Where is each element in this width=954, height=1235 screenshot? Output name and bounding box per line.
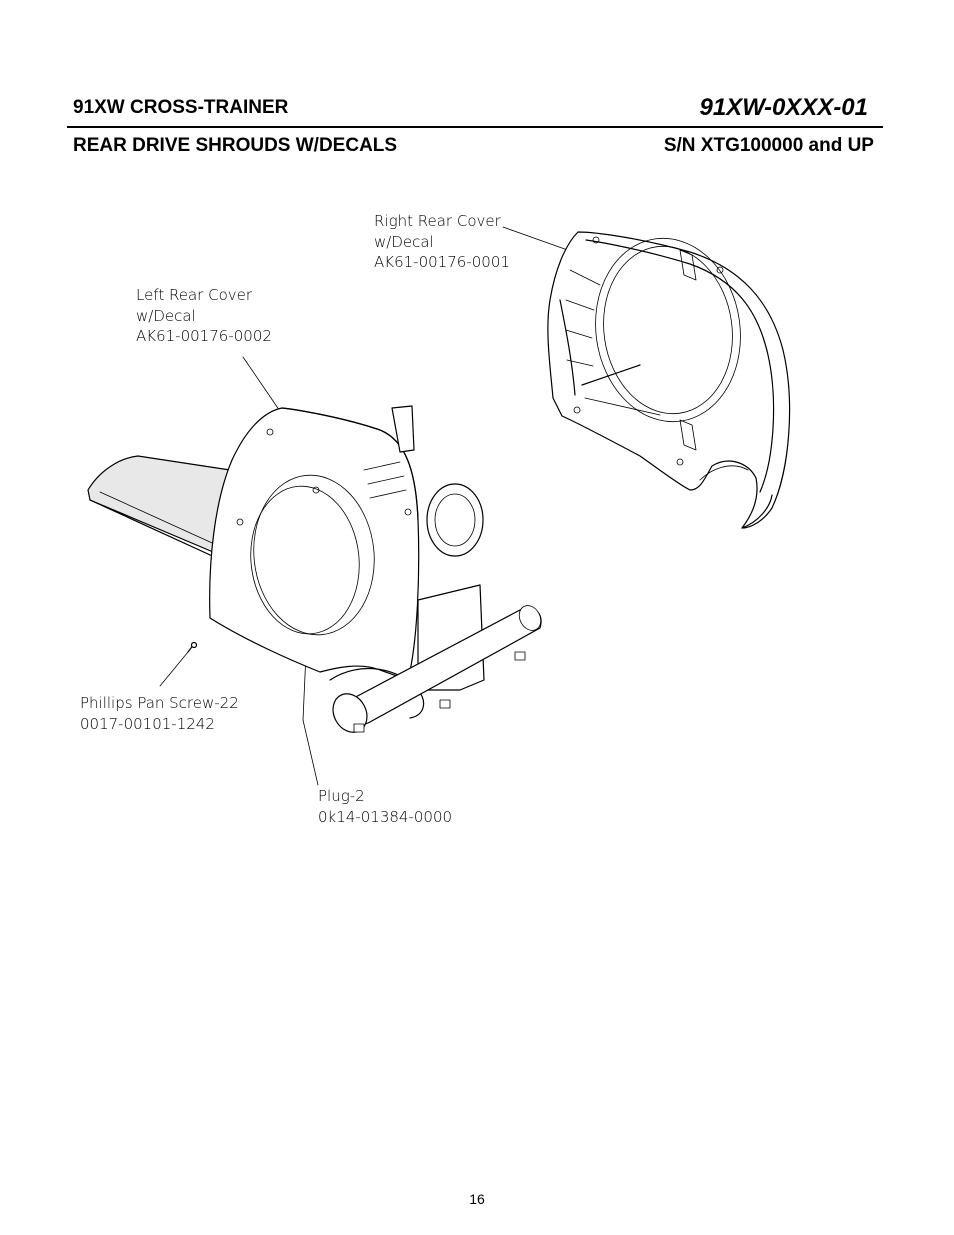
- callout-plug: Plug-2 0k14-01384-0000: [318, 786, 452, 827]
- frame-rail: [87, 455, 233, 566]
- callout-line: Right Rear Cover: [374, 212, 501, 230]
- leader-screw: [159, 651, 189, 687]
- product-name: 91XW CROSS-TRAINER: [73, 97, 289, 118]
- callout-line: AK61-00176-0001: [374, 253, 510, 271]
- callout-line: Phillips Pan Screw-22: [80, 694, 239, 712]
- phillips-pan-screw: [187, 641, 198, 653]
- serial-range: S/N XTG100000 and UP: [663, 135, 874, 156]
- stabilizer-tube: [332, 605, 542, 733]
- callout-left-rear-cover: Left Rear Cover w/Decal AK61-00176-0002: [136, 285, 272, 347]
- leader-plug-1: [302, 719, 319, 786]
- right-rear-cover: [547, 231, 791, 529]
- left-rear-cover: [209, 407, 425, 719]
- header-rule: [67, 126, 883, 128]
- model-number: 91XW-0XXX-01: [699, 94, 868, 121]
- callout-line: Left Rear Cover: [136, 286, 253, 304]
- leader-left-cover: [242, 356, 285, 418]
- callout-line: AK61-00176-0002: [136, 327, 272, 345]
- callout-line: w/Decal: [136, 306, 196, 325]
- callout-phillips-pan-screw: Phillips Pan Screw-22 0017-00101-1242: [80, 693, 239, 734]
- callout-line: 0017-00101-1242: [80, 714, 215, 733]
- page-number: 16: [469, 1191, 485, 1207]
- callout-line: 0k14-01384-0000: [318, 807, 453, 826]
- callout-line: Plug-2: [318, 787, 365, 805]
- section-title: REAR DRIVE SHROUDS W/DECALS: [73, 135, 398, 156]
- callout-line: w/Decal: [374, 232, 434, 251]
- callout-right-rear-cover: Right Rear Cover w/Decal AK61-00176-0001: [374, 211, 510, 273]
